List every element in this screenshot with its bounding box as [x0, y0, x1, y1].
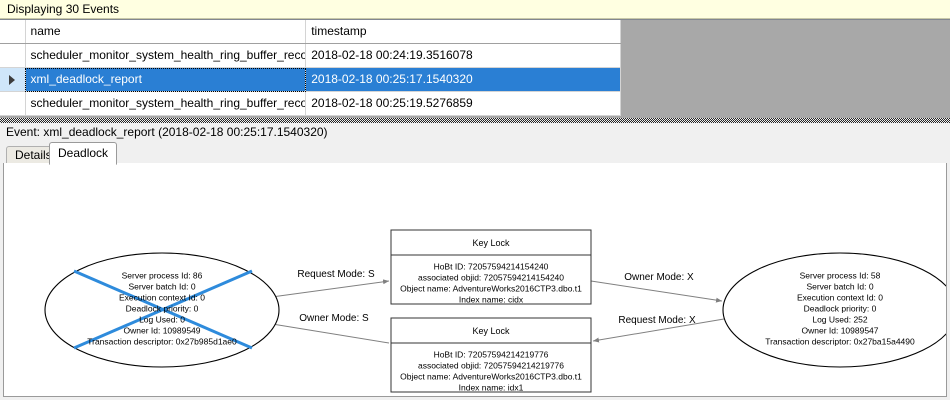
process-right-line-4: Log Used: 252: [812, 314, 868, 324]
column-header-selector: [0, 20, 26, 44]
keylock-bottom-line-0: HoBt ID: 72057594214219776: [434, 349, 549, 359]
process-left-line-3: Deadlock priority: 0: [126, 303, 199, 313]
keylock-top-line-2: Object name: AdventureWorks2016CTP3.dbo.…: [400, 283, 582, 293]
edge-request-x-label: Request Mode: X: [618, 315, 696, 326]
process-left-line-5: Owner Id: 10989549: [123, 325, 200, 335]
table-row[interactable]: scheduler_monitor_system_health_ring_buf…: [0, 91, 621, 116]
cell-name[interactable]: scheduler_monitor_system_health_ring_buf…: [25, 91, 307, 116]
process-left-line-0: Server process Id: 86: [122, 270, 203, 280]
events-count-label: Displaying 30 Events: [7, 2, 120, 16]
deadlock-graph-svg[interactable]: Request Mode: S Owner Mode: X Owner Mode…: [4, 163, 947, 397]
process-right-line-0: Server process Id: 58: [800, 270, 881, 280]
row-pointer-icon: [9, 74, 15, 85]
table-row[interactable]: scheduler_monitor_system_health_ring_buf…: [0, 43, 621, 68]
deadlock-graph-panel[interactable]: Request Mode: S Owner Mode: X Owner Mode…: [3, 163, 947, 397]
keylock-bottom-line-3: Index name: idx1: [459, 382, 524, 392]
process-right-line-2: Execution context Id: 0: [797, 292, 883, 302]
keylock-top-line-0: HoBt ID: 72057594214154240: [434, 261, 549, 271]
horizontal-splitter[interactable]: [0, 118, 950, 123]
tab-deadlock[interactable]: Deadlock: [49, 142, 118, 165]
cell-name[interactable]: xml_deadlock_report: [25, 67, 307, 92]
process-right-line-3: Deadlock priority: 0: [804, 303, 877, 313]
cell-timestamp[interactable]: 2018-02-18 00:24:19.3516078: [305, 43, 621, 68]
edge-request-s: Request Mode: S: [256, 269, 390, 300]
keylock-bottom-title: Key Lock: [472, 326, 510, 336]
process-left-line-1: Server batch Id: 0: [128, 281, 195, 291]
keylock-top-title: Key Lock: [472, 238, 510, 248]
process-right-line-1: Server batch Id: 0: [806, 281, 873, 291]
row-selector-cell[interactable]: [0, 67, 26, 92]
edge-owner-x-label: Owner Mode: X: [624, 272, 694, 283]
row-selector-cell[interactable]: [0, 43, 26, 68]
grid-header-row: name timestamp: [0, 20, 621, 44]
detail-tabstrip: Details Deadlock: [0, 142, 950, 165]
cell-timestamp[interactable]: 2018-02-18 00:25:19.5276859: [305, 91, 621, 116]
process-left-line-6: Transaction descriptor: 0x27b985d1ae0: [87, 336, 237, 346]
edge-owner-x: Owner Mode: X: [590, 272, 723, 303]
column-header-timestamp[interactable]: timestamp: [305, 20, 621, 44]
resource-node-keylock-bottom[interactable]: Key Lock HoBt ID: 72057594214219776 asso…: [390, 317, 592, 393]
process-node-left[interactable]: Server process Id: 86 Server batch Id: 0…: [44, 252, 280, 368]
process-right-line-6: Transaction descriptor: 0x27ba15a4490: [765, 336, 915, 346]
keylock-top-line-3: Index name: cidx: [459, 294, 524, 304]
column-header-name[interactable]: name: [25, 20, 307, 44]
keylock-top-line-1: associated objid: 72057594214154240: [418, 272, 564, 282]
process-left-line-2: Execution context Id: 0: [119, 292, 205, 302]
process-left-line-4: Log Used: 0: [139, 314, 185, 324]
edge-owner-s-label: Owner Mode: S: [299, 313, 369, 324]
process-right-line-5: Owner Id: 10989547: [801, 325, 878, 335]
events-grid[interactable]: name timestamp scheduler_monitor_system_…: [0, 20, 621, 116]
edge-request-x: Request Mode: X: [592, 315, 725, 343]
resource-node-keylock-top[interactable]: Key Lock HoBt ID: 72057594214154240 asso…: [390, 229, 592, 305]
edge-request-s-label: Request Mode: S: [297, 269, 375, 280]
events-grid-panel: name timestamp scheduler_monitor_system_…: [0, 19, 950, 118]
event-header-label: Event: xml_deadlock_report (2018-02-18 0…: [6, 125, 328, 139]
victim-cross-icon: [73, 269, 253, 350]
row-selector-cell[interactable]: [0, 91, 26, 116]
events-count-banner: Displaying 30 Events: [0, 0, 950, 19]
edge-owner-s: Owner Mode: S: [259, 313, 390, 344]
keylock-bottom-line-1: associated objid: 72057594214219776: [418, 360, 564, 370]
cell-name[interactable]: scheduler_monitor_system_health_ring_buf…: [25, 43, 307, 68]
table-row-selected[interactable]: xml_deadlock_report 2018-02-18 00:25:17.…: [0, 67, 621, 92]
process-node-right[interactable]: Server process Id: 58 Server batch Id: 0…: [722, 252, 947, 368]
keylock-bottom-line-2: Object name: AdventureWorks2016CTP3.dbo.…: [400, 371, 582, 381]
event-header: Event: xml_deadlock_report (2018-02-18 0…: [0, 124, 950, 142]
cell-timestamp[interactable]: 2018-02-18 00:25:17.1540320: [305, 67, 621, 92]
